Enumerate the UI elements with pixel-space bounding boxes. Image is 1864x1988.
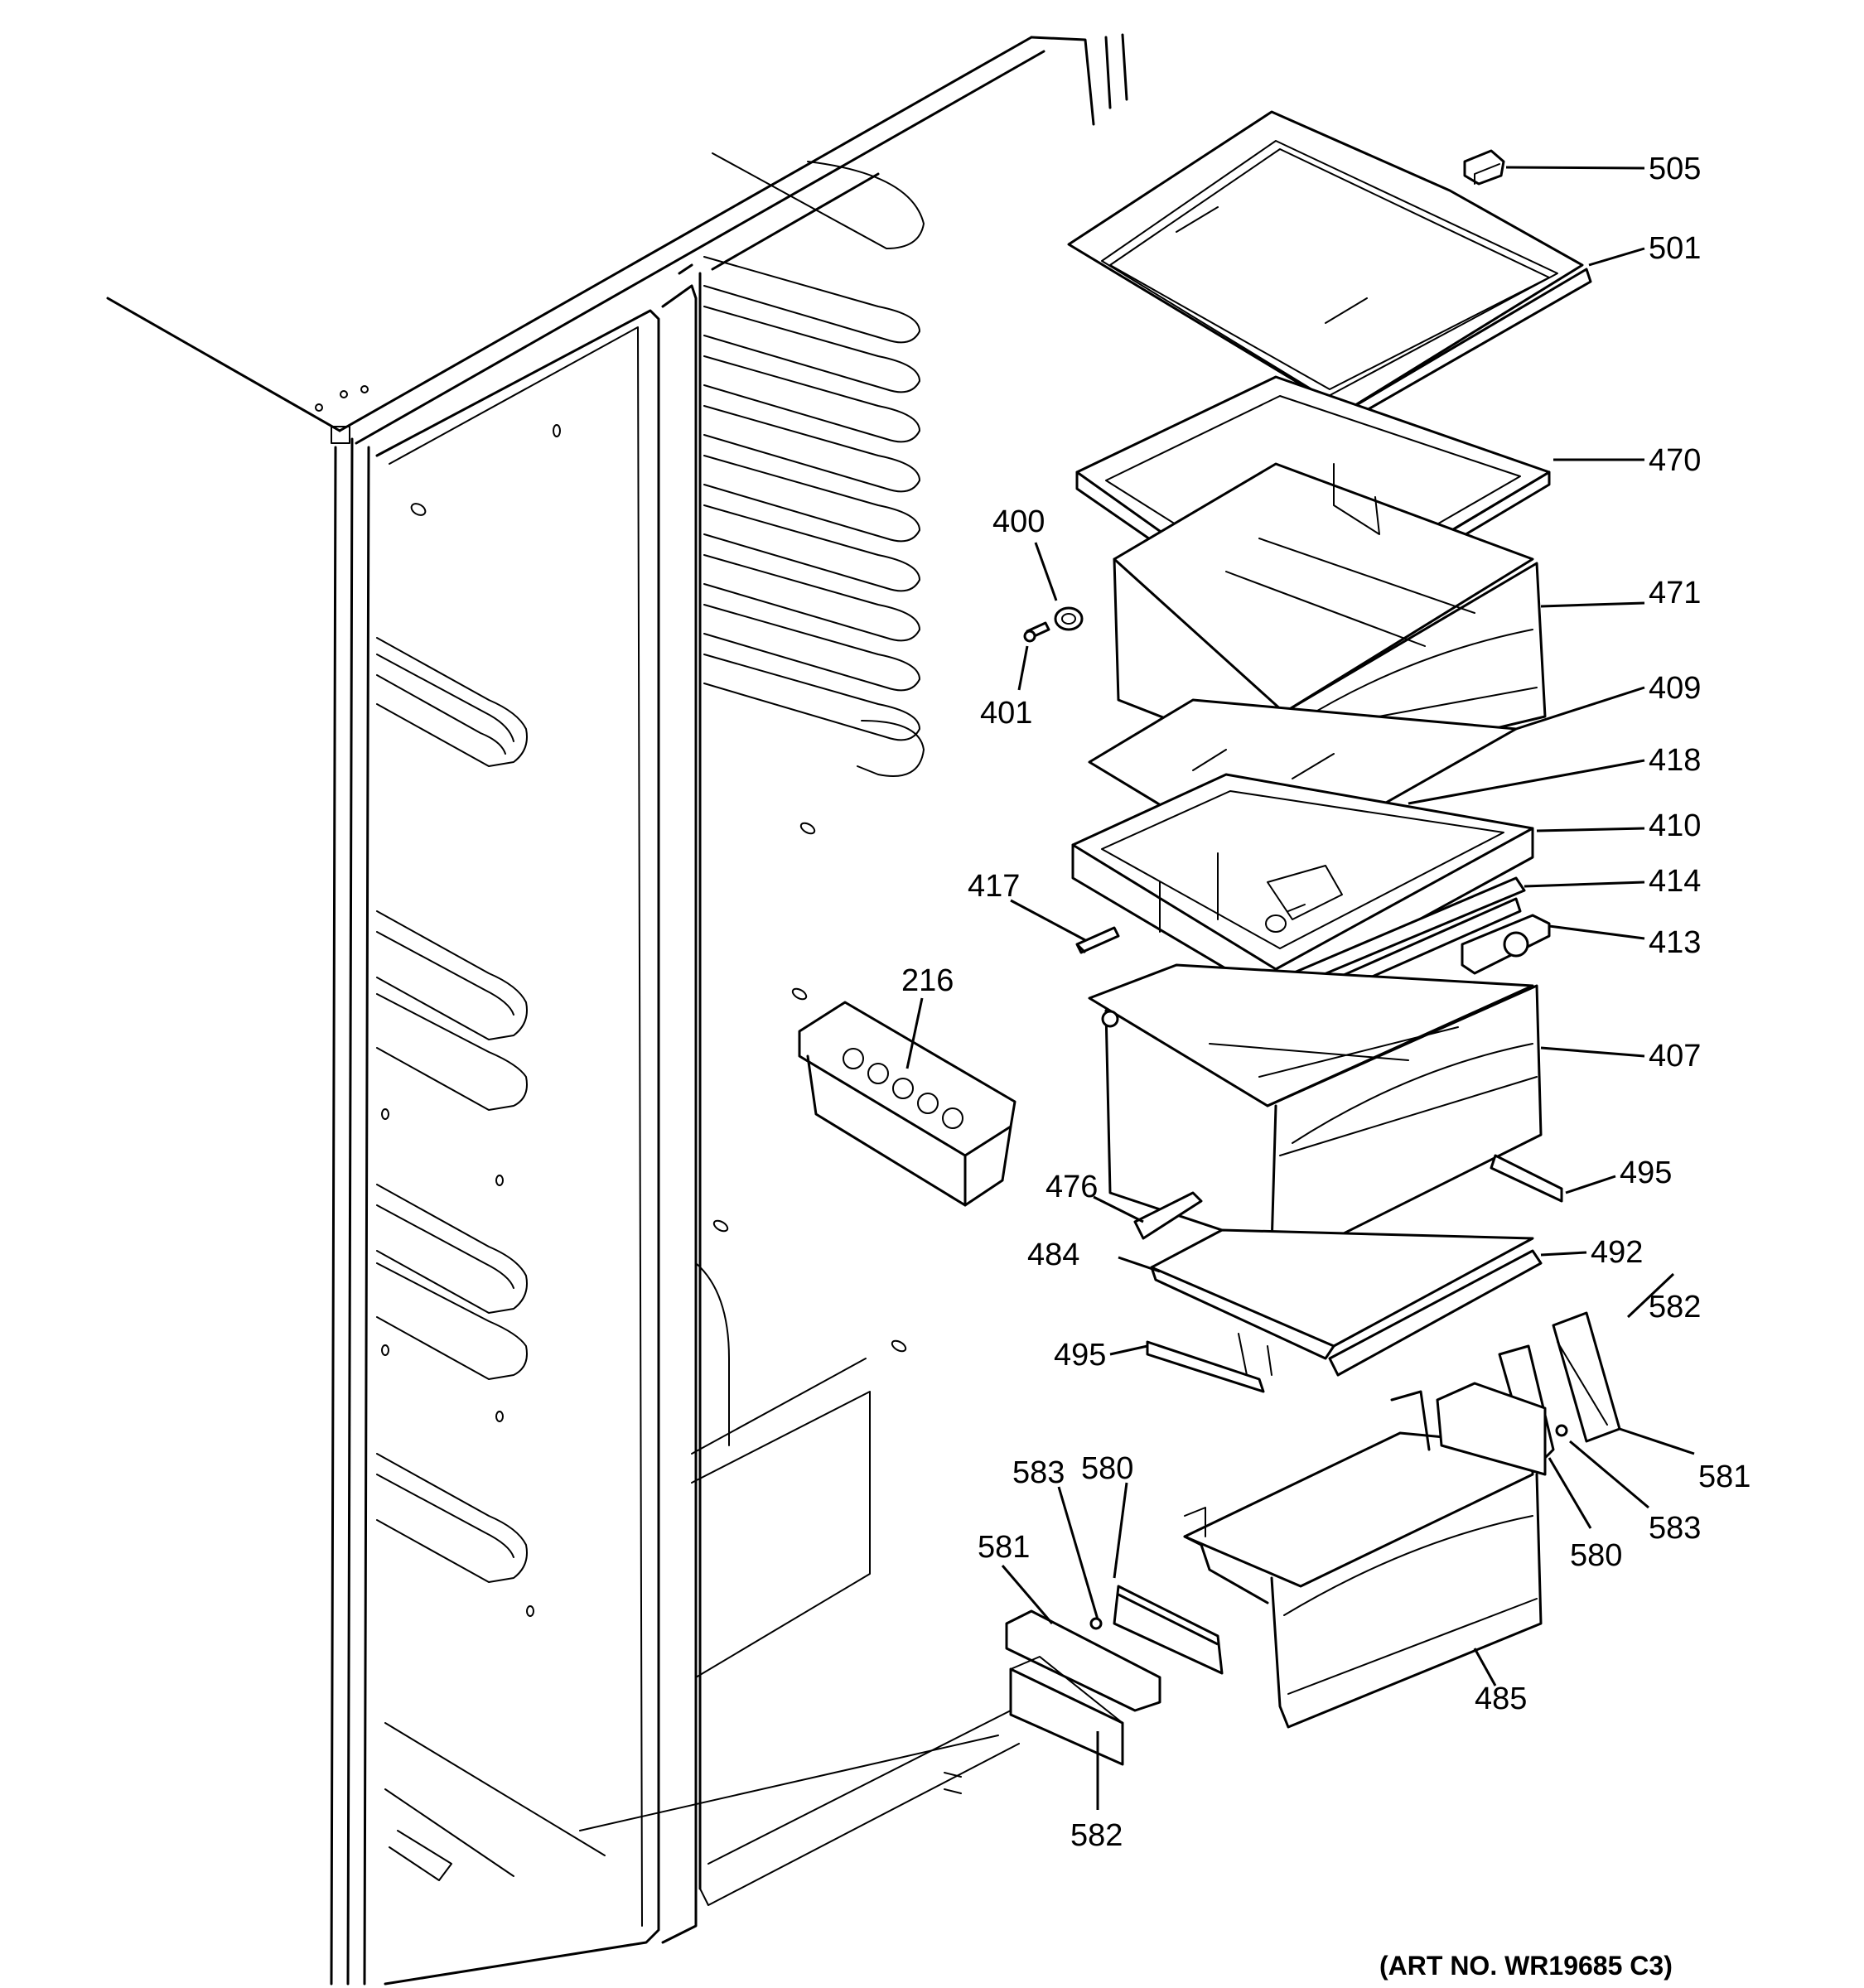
callout-583-left: 583 [1012,1455,1065,1490]
callout-580-right: 580 [1570,1538,1622,1573]
callout-501: 501 [1649,231,1701,266]
callout-495-lower: 495 [1054,1338,1106,1373]
callout-580-left: 580 [1081,1451,1133,1486]
refrigerator-cabinet [106,33,1128,1986]
callout-470: 470 [1649,443,1701,478]
callout-417: 417 [968,869,1020,904]
callout-414: 414 [1649,864,1701,899]
art-number: (ART NO. WR19685 C3) [1379,1951,1673,1981]
callout-418: 418 [1649,743,1701,778]
callout-410: 410 [1649,808,1701,843]
callout-401: 401 [980,696,1032,731]
part-580-583-brackets [1005,1311,1621,1766]
callout-582-left: 582 [1070,1818,1123,1853]
callout-484: 484 [1027,1238,1079,1272]
callout-485: 485 [1475,1682,1527,1716]
part-476-495-492-rails [1133,1154,1563,1393]
part-400-401-fasteners [1023,606,1084,643]
callout-471: 471 [1649,576,1701,610]
liner-slots [381,424,907,1617]
leader-lines [905,166,1695,1810]
callout-582-right: 582 [1649,1290,1701,1325]
callout-495-upper: 495 [1620,1156,1672,1190]
callout-407: 407 [1649,1039,1701,1074]
callout-581-left: 581 [978,1530,1030,1565]
callout-216: 216 [901,963,954,998]
part-484-cover [1150,1228,1534,1376]
callout-409: 409 [1649,671,1701,706]
part-505-clip [1463,149,1505,186]
callout-413: 413 [1649,925,1701,960]
callout-492: 492 [1591,1235,1643,1270]
callout-labels: 505 501 470 471 409 418 410 414 413 407 … [901,152,1751,1853]
part-216-bin [798,1001,1017,1207]
callout-581-right: 581 [1698,1460,1751,1494]
part-485-bottom-drawer [1183,1390,1543,1729]
callout-583-right: 583 [1649,1511,1701,1546]
shelf-support-ribs [703,152,925,777]
callout-505: 505 [1649,152,1701,186]
callout-400: 400 [992,504,1045,539]
part-501-glass-shelf [1067,110,1592,428]
door-shelf-bins [376,637,528,1583]
callout-476: 476 [1045,1170,1098,1204]
